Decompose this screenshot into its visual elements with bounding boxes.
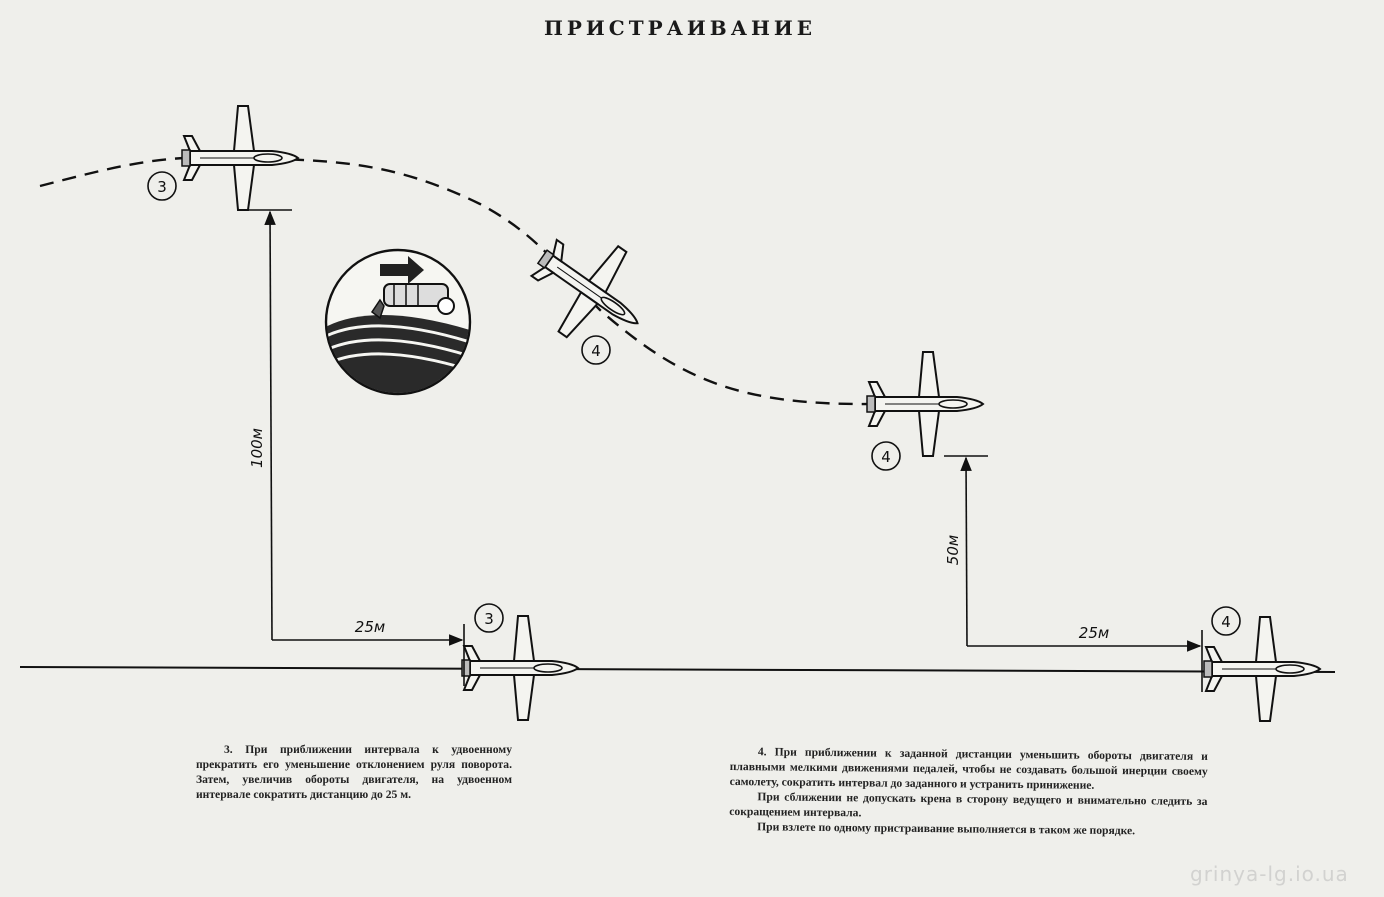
svg-text:50м: 50м <box>944 535 962 565</box>
svg-text:4: 4 <box>1221 613 1231 631</box>
leader-flight-line <box>19 666 1336 673</box>
pedal-foot-icon <box>327 283 469 393</box>
marker-bottom-left: 3 <box>474 603 504 633</box>
svg-text:3: 3 <box>157 178 167 196</box>
watermark: grinya-lg.io.ua <box>1190 862 1349 886</box>
rudder-pedal-inset <box>324 248 472 396</box>
aircraft-bottom-right <box>1203 616 1321 722</box>
aircraft-bottom-left <box>461 615 579 721</box>
svg-text:25м: 25м <box>355 618 385 636</box>
dimension-horizontal-right: 25м <box>967 624 1203 692</box>
aircraft-top-left <box>181 105 299 211</box>
marker-right-upper: 4 <box>871 441 901 471</box>
dimension-vertical-right: 50м <box>944 455 988 647</box>
svg-text:4: 4 <box>591 342 601 360</box>
caption-step-4-p1: 4. При приближении к заданной дистанции … <box>729 745 1208 792</box>
marker-top-left: 3 <box>147 171 177 201</box>
svg-text:100м: 100м <box>248 428 266 468</box>
dimension-horizontal-left: 25м <box>272 618 465 686</box>
dimension-vertical-left: 100м <box>244 209 292 641</box>
caption-step-3: 3. При приближении интервала к удвоенном… <box>196 743 512 801</box>
arrow-right-icon <box>380 256 424 284</box>
svg-text:4: 4 <box>881 448 891 466</box>
marker-bottom-right: 4 <box>1211 606 1241 636</box>
flight-path-dashed <box>39 156 871 406</box>
svg-text:3: 3 <box>484 610 494 628</box>
page-title: ПРИСТРАИВАНИЕ <box>543 16 817 40</box>
aircraft-right-upper <box>866 351 984 457</box>
marker-middle: 4 <box>581 335 611 365</box>
aircraft-middle-diving <box>511 213 669 367</box>
caption-step-4: 4. При приближении к заданной дистанции … <box>729 744 1208 839</box>
svg-text:25м: 25м <box>1079 624 1109 642</box>
